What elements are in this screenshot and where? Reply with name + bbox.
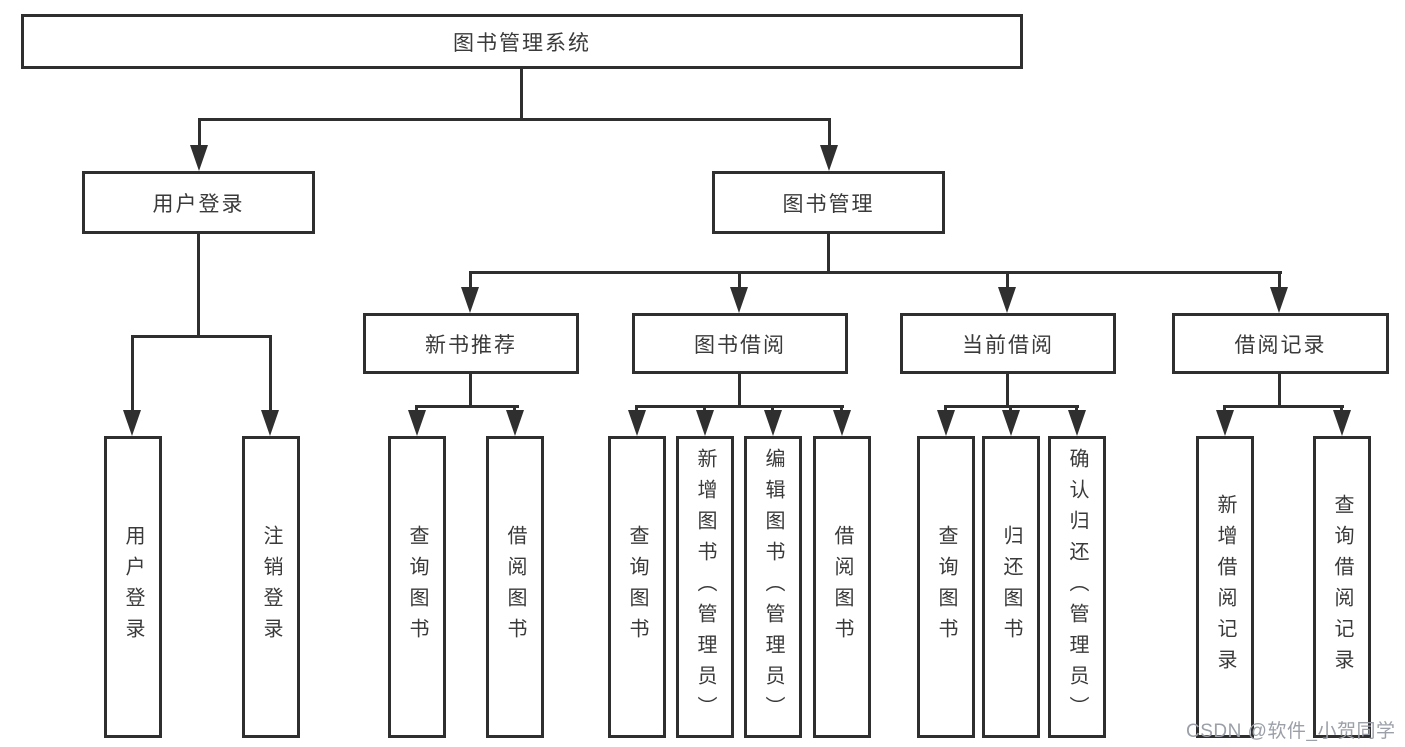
leaf-add-books-admin: 新增图书（管理员） <box>676 436 734 738</box>
leaf-edit-books-admin-label: 编辑图书（管理员） <box>762 447 784 727</box>
connector-segment <box>703 405 706 413</box>
arrowhead-down-icon <box>123 410 141 436</box>
leaf-user-login-label: 用户登录 <box>122 525 144 649</box>
connector-segment <box>513 405 516 413</box>
arrowhead-down-icon <box>1333 410 1351 436</box>
arrowhead-down-icon <box>1216 410 1234 436</box>
leaf-logout-label: 注销登录 <box>260 525 282 649</box>
connector-segment <box>131 335 134 412</box>
node-new-book-recommend: 新书推荐 <box>363 313 579 374</box>
arrowhead-down-icon <box>764 410 782 436</box>
connector-segment <box>1340 405 1343 413</box>
arrowhead-down-icon <box>461 287 479 313</box>
node-book-borrowing-label: 图书借阅 <box>694 333 786 357</box>
connector-segment <box>738 374 741 408</box>
leaf-query-books-recommend: 查询图书 <box>388 436 446 738</box>
node-book-management: 图书管理 <box>712 171 945 234</box>
csdn-watermark: CSDN @软件_小贺同学 <box>1186 721 1396 742</box>
connector-segment <box>469 271 1282 274</box>
node-borrowing-records: 借阅记录 <box>1172 313 1389 374</box>
node-root: 图书管理系统 <box>21 14 1023 69</box>
connector-segment <box>1223 405 1344 408</box>
connector-segment <box>1223 405 1226 413</box>
leaf-borrow-books-label: 借阅图书 <box>831 525 853 649</box>
leaf-query-borrow-record-label: 查询借阅记录 <box>1331 494 1353 680</box>
connector-segment <box>771 405 774 413</box>
connector-segment <box>828 118 831 146</box>
leaf-user-login: 用户登录 <box>104 436 162 738</box>
connector-segment <box>1075 405 1078 413</box>
connector-segment <box>827 234 830 274</box>
connector-segment <box>198 118 831 121</box>
node-book-management-label: 图书管理 <box>782 192 875 216</box>
leaf-return-books: 归还图书 <box>982 436 1040 738</box>
connector-segment <box>415 405 519 408</box>
leaf-add-borrow-record: 新增借阅记录 <box>1196 436 1254 738</box>
leaf-query-books-current: 查询图书 <box>917 436 975 738</box>
connector-segment <box>469 374 472 408</box>
connector-segment <box>415 405 418 413</box>
connector-segment <box>1278 374 1281 408</box>
connector-segment <box>469 271 472 288</box>
leaf-add-books-admin-label: 新增图书（管理员） <box>694 447 716 727</box>
arrowhead-down-icon <box>506 410 524 436</box>
arrowhead-down-icon <box>261 410 279 436</box>
connector-segment <box>635 405 638 413</box>
leaf-confirm-return-admin: 确认归还（管理员） <box>1048 436 1106 738</box>
leaf-query-books-borrowing-label: 查询图书 <box>626 525 648 649</box>
connector-segment <box>131 335 272 338</box>
node-borrowing-records-label: 借阅记录 <box>1234 333 1327 357</box>
arrowhead-down-icon <box>190 145 208 171</box>
arrowhead-down-icon <box>1068 410 1086 436</box>
arrowhead-down-icon <box>1002 410 1020 436</box>
arrowhead-down-icon <box>408 410 426 436</box>
leaf-borrow-books-recommend-label: 借阅图书 <box>504 525 526 649</box>
leaf-add-borrow-record-label: 新增借阅记录 <box>1214 494 1236 680</box>
connector-segment <box>1006 271 1009 288</box>
arrowhead-down-icon <box>696 410 714 436</box>
connector-segment <box>840 405 843 413</box>
leaf-borrow-books-recommend: 借阅图书 <box>486 436 544 738</box>
connector-segment <box>269 335 272 412</box>
arrowhead-down-icon <box>628 410 646 436</box>
leaf-confirm-return-admin-label: 确认归还（管理员） <box>1066 447 1088 727</box>
node-book-borrowing: 图书借阅 <box>632 313 848 374</box>
arrowhead-down-icon <box>937 410 955 436</box>
connector-segment <box>520 69 523 119</box>
arrowhead-down-icon <box>998 287 1016 313</box>
connector-segment <box>198 118 201 146</box>
node-current-borrowing: 当前借阅 <box>900 313 1116 374</box>
leaf-edit-books-admin: 编辑图书（管理员） <box>744 436 802 738</box>
node-new-book-recommend-label: 新书推荐 <box>425 333 517 357</box>
leaf-query-books-current-label: 查询图书 <box>935 525 957 649</box>
node-root-label: 图书管理系统 <box>453 31 591 55</box>
node-user-login-label: 用户登录 <box>152 192 245 216</box>
leaf-query-books-borrowing: 查询图书 <box>608 436 666 738</box>
connector-segment <box>1006 374 1009 408</box>
leaf-borrow-books: 借阅图书 <box>813 436 871 738</box>
arrowhead-down-icon <box>833 410 851 436</box>
connector-segment <box>1278 271 1281 288</box>
node-user-login: 用户登录 <box>82 171 315 234</box>
connector-segment <box>635 405 844 408</box>
arrowhead-down-icon <box>730 287 748 313</box>
arrowhead-down-icon <box>1270 287 1288 313</box>
connector-segment <box>1009 405 1012 413</box>
connector-segment <box>738 271 741 288</box>
leaf-return-books-label: 归还图书 <box>1000 525 1022 649</box>
leaf-query-borrow-record: 查询借阅记录 <box>1313 436 1371 738</box>
connector-segment <box>944 405 947 413</box>
connector-segment <box>197 234 200 338</box>
arrowhead-down-icon <box>820 145 838 171</box>
node-current-borrowing-label: 当前借阅 <box>962 333 1054 357</box>
leaf-logout: 注销登录 <box>242 436 300 738</box>
leaf-query-books-recommend-label: 查询图书 <box>406 525 428 649</box>
